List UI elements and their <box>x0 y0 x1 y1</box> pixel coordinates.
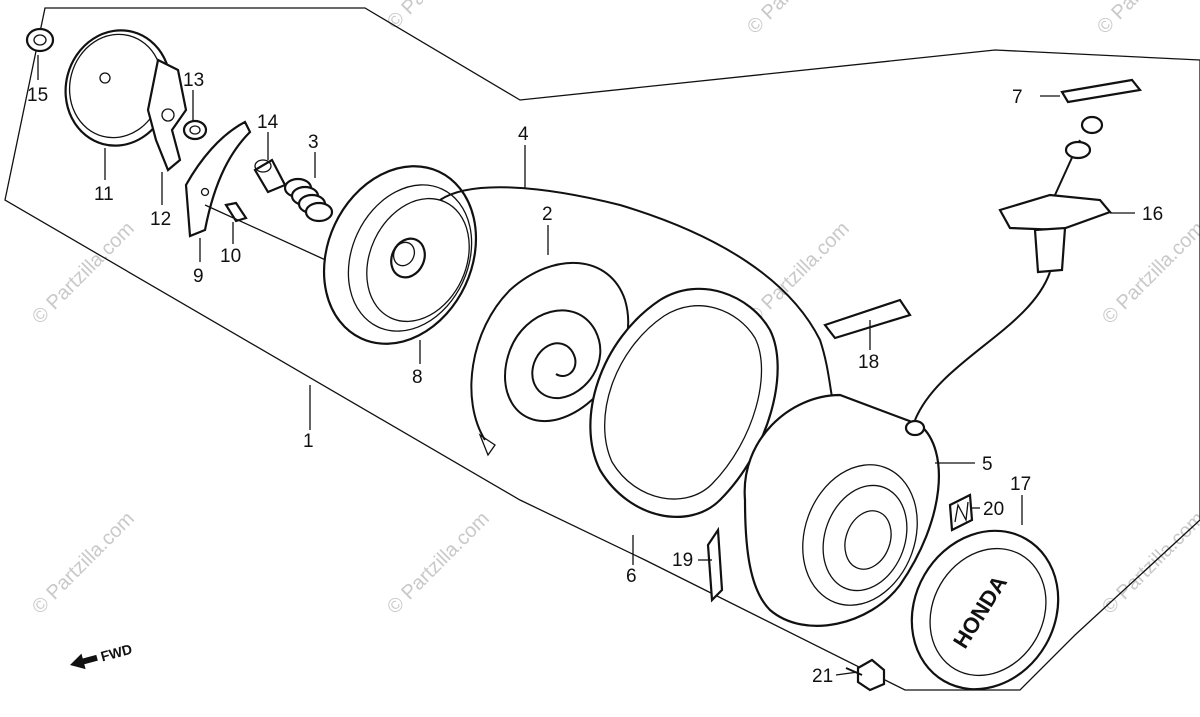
callout-16: 16 <box>1142 204 1163 225</box>
watermarks: © Partzilla.com © Partzilla.com © Partzi… <box>28 0 1200 619</box>
callout-8: 8 <box>412 367 423 388</box>
callout-1: 1 <box>303 431 314 452</box>
callout-21: 21 <box>812 666 833 687</box>
watermark: © Partzilla.com <box>383 508 494 619</box>
callout-6: 6 <box>626 566 637 587</box>
callout-18: 18 <box>858 352 879 373</box>
callout-17: 17 <box>1010 474 1031 495</box>
part-4-rope <box>439 186 836 411</box>
fwd-arrow: FWD <box>70 641 134 670</box>
part-5-starter-case <box>743 393 940 627</box>
leader-lines <box>37 55 1135 676</box>
callout-11: 11 <box>94 184 114 205</box>
part-13-collar <box>182 119 208 141</box>
part-2-spiral-spring <box>470 261 630 457</box>
callout-20: 20 <box>983 499 1004 520</box>
callout-3: 3 <box>308 132 319 153</box>
part-10-pin <box>224 201 248 223</box>
part-8-pulley <box>322 165 478 345</box>
axis-line <box>204 204 331 263</box>
callout-19: 19 <box>672 550 693 571</box>
part-3-spring <box>283 177 334 223</box>
callout-5: 5 <box>982 454 993 475</box>
callout-7: 7 <box>1012 87 1023 108</box>
part-15-nut <box>25 27 55 53</box>
part-12-ratchet <box>146 58 188 172</box>
part-7-label <box>1060 78 1143 104</box>
part-17-cover: HONDA <box>910 529 1060 691</box>
callout-15: 15 <box>27 85 48 106</box>
callout-13: 13 <box>183 70 204 91</box>
part-9-friction-plate <box>184 120 252 238</box>
fwd-label: FWD <box>99 641 134 665</box>
callout-14: 14 <box>257 112 279 133</box>
watermark: © Partzilla.com <box>743 0 854 39</box>
part-14-pin <box>253 158 287 194</box>
part-6-gasket <box>589 287 779 518</box>
fwd-arrow-icon <box>70 653 98 670</box>
callout-2: 2 <box>542 204 553 225</box>
part-18-label <box>823 298 912 340</box>
callout-4: 4 <box>518 124 529 145</box>
callout-9: 9 <box>193 266 204 287</box>
part-19-label <box>706 526 724 603</box>
watermark: © Partzilla.com <box>28 218 139 329</box>
part-21-bolt <box>845 658 886 692</box>
callouts: 1 2 3 4 5 6 7 8 9 10 11 12 13 14 15 16 1… <box>27 70 1163 687</box>
watermark: © Partzilla.com <box>1098 218 1200 329</box>
part-16-handle <box>914 115 1112 421</box>
watermark: © Partzilla.com <box>1093 0 1200 39</box>
callout-10: 10 <box>220 246 241 267</box>
assembly-outline <box>4 7 1200 691</box>
watermark: © Partzilla.com <box>1098 508 1200 619</box>
callout-12: 12 <box>150 209 171 230</box>
watermark: © Partzilla.com <box>743 218 854 329</box>
part-20-emblem <box>948 493 974 532</box>
watermark: © Partzilla.com <box>28 508 139 619</box>
